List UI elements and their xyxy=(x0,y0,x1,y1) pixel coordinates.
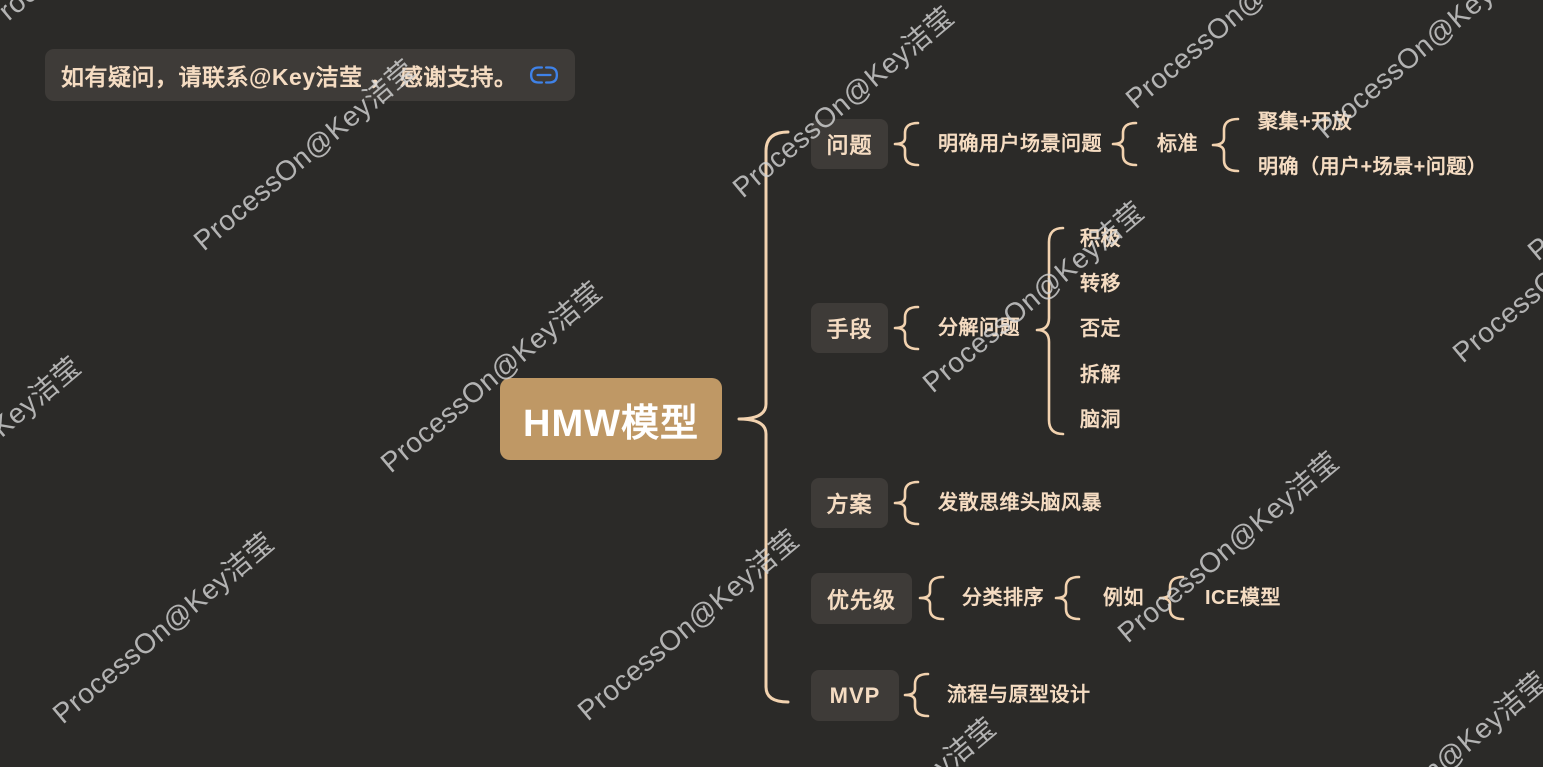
node-mvp[interactable]: MVP xyxy=(811,670,899,721)
node-biaozhun[interactable]: 标准 xyxy=(1157,133,1198,155)
brace-fenjie xyxy=(1035,226,1065,436)
notice-text: 如有疑问，请联系@Key洁莹 ， 感谢支持。 xyxy=(61,64,518,90)
brace-shouduan xyxy=(893,305,920,351)
node-youxianji[interactable]: 优先级 xyxy=(811,573,912,624)
brace-wenti xyxy=(893,121,920,167)
node-mingque-changjing[interactable]: 明确用户场景问题 xyxy=(938,133,1102,155)
watermark: ProcessOn@Key洁莹 xyxy=(0,350,88,554)
node-fenlei-paixu[interactable]: 分类排序 xyxy=(962,587,1044,609)
node-fenjie-wenti[interactable]: 分解问题 xyxy=(938,317,1020,339)
node-wenti-label: 问题 xyxy=(826,133,873,158)
node-fouding[interactable]: 否定 xyxy=(1080,318,1121,340)
node-mvp-label: MVP xyxy=(829,682,881,708)
node-wenti[interactable]: 问题 xyxy=(811,119,888,169)
brace-biaozhun xyxy=(1211,117,1240,173)
node-ice-model[interactable]: ICE模型 xyxy=(1205,587,1281,609)
node-naodong[interactable]: 脑洞 xyxy=(1080,409,1121,431)
brace-youxianji xyxy=(918,575,945,621)
notice-bar: 如有疑问，请联系@Key洁莹 ， 感谢支持。 xyxy=(45,49,575,101)
node-fangan-label: 方案 xyxy=(826,492,873,517)
node-zhuanyi[interactable]: 转移 xyxy=(1080,273,1121,295)
watermark: ProcessOn@Key洁莹 xyxy=(46,526,281,730)
node-youxianji-label: 优先级 xyxy=(826,587,896,613)
watermark: ProcessOn@Key洁莹 xyxy=(1521,63,1543,267)
node-chaijie[interactable]: 拆解 xyxy=(1080,364,1121,386)
link-icon[interactable] xyxy=(529,63,559,87)
watermark: ProcessOn@Key洁莹 xyxy=(0,0,211,38)
root-node-hmw[interactable]: HMW模型 xyxy=(500,378,722,460)
node-shouduan-label: 手段 xyxy=(826,317,873,342)
brace-mingque xyxy=(1111,121,1138,167)
watermark: ProcessOn@Key洁莹 xyxy=(1111,445,1346,649)
node-mingque-yonghu[interactable]: 明确（用户+场景+问题） xyxy=(1258,156,1488,178)
node-fangan[interactable]: 方案 xyxy=(811,478,888,528)
brace-fangan xyxy=(893,480,920,526)
brace-liru xyxy=(1158,575,1185,621)
node-liucheng-yuanxing[interactable]: 流程与原型设计 xyxy=(947,684,1091,706)
brace-fenlei xyxy=(1054,575,1081,621)
root-node-label: HMW模型 xyxy=(523,402,699,445)
brace-root xyxy=(737,130,790,704)
watermark: ProcessOn@Key洁莹 xyxy=(1119,0,1354,115)
brace-mvp xyxy=(903,672,930,718)
node-fasan-siwei[interactable]: 发散思维头脑风暴 xyxy=(938,492,1102,514)
node-liru[interactable]: 例如 xyxy=(1103,587,1144,609)
node-juji-kaifang[interactable]: 聚集+开放 xyxy=(1258,111,1353,133)
watermark: ProcessOn@Key洁莹 xyxy=(1446,165,1543,369)
node-jiji[interactable]: 积极 xyxy=(1080,228,1121,250)
watermark: ProcessOn@Key洁莹 xyxy=(1320,666,1543,767)
node-shouduan[interactable]: 手段 xyxy=(811,303,888,353)
